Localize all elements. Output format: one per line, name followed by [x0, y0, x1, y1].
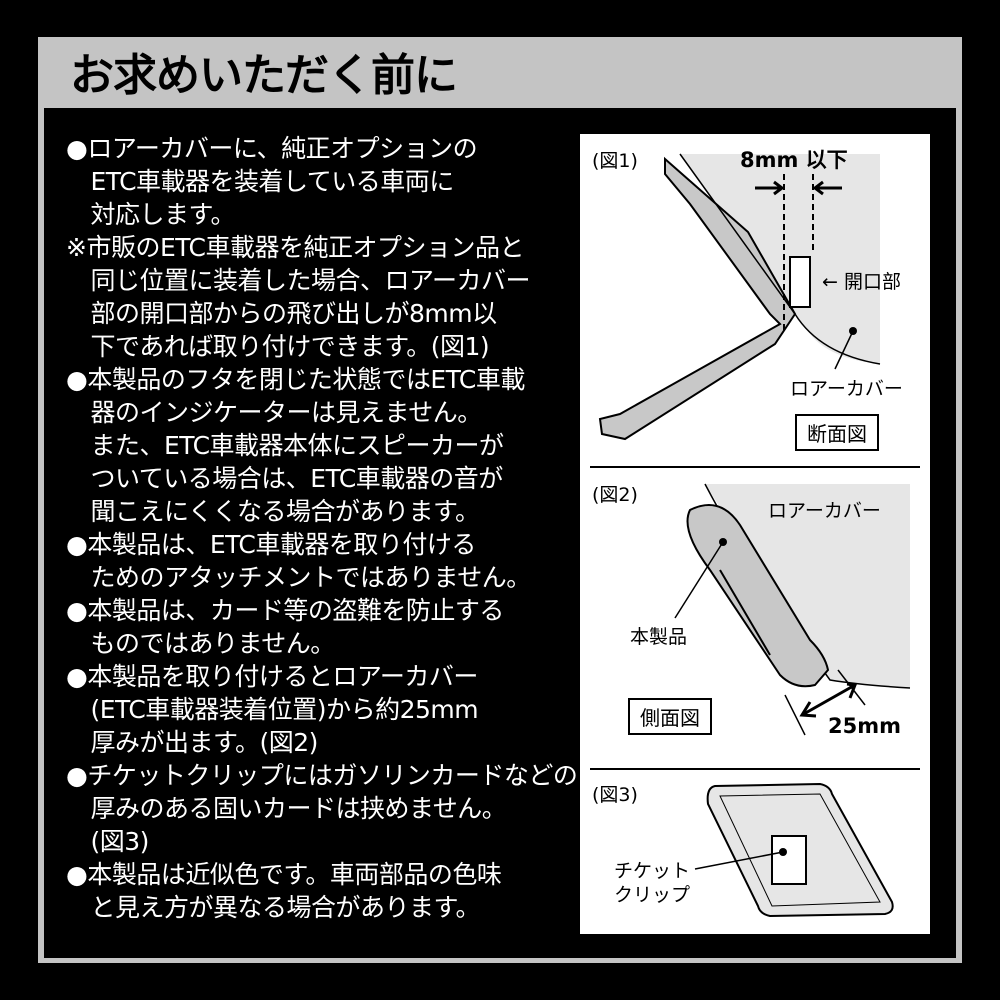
divider [590, 768, 920, 770]
note-line: と見え方が異なる場合があります。 [66, 893, 481, 922]
side-view-label: 側面図 [628, 698, 712, 735]
note-item: ●本製品を取り付けるとロアーカバー (ETC車載器装着位置)から約25mm 厚み… [66, 660, 566, 759]
divider [590, 466, 920, 468]
note-line: 下であれば取り付けできます。(図1) [66, 332, 490, 361]
note-item: ●チケットクリップにはガソリンカードなどの 厚みのある固いカードは挟めません。 … [66, 759, 578, 858]
note-line: ●本製品は、カード等の盗難を防止する [66, 596, 504, 625]
note-line: 部の開口部からの飛び出しが8mm以 [66, 299, 498, 328]
figure-2-label: (図2) [592, 484, 638, 506]
figure-3-label: (図3) [592, 784, 638, 806]
note-line: (図3) [66, 827, 150, 856]
product-label: 本製品 [630, 626, 688, 648]
side-view-diagram [674, 483, 911, 736]
note-item: ●本製品は、ETC車載器を取り付ける ためのアタッチメントではありません。 [66, 528, 566, 594]
note-item: ●本製品は、カード等の盗難を防止する ものではありません。 [66, 594, 566, 660]
ticket-clip-label-line2: クリップ [614, 884, 691, 906]
note-line: 同じ位置に装着した場合、ロアーカバー [66, 266, 531, 295]
note-line: ついている場合は、ETC車載器の音が [66, 464, 504, 493]
lower-cover-label: ロアーカバー [768, 500, 881, 522]
figure-2: (図2) ロアーカバー 本製品 側面図 25mm [580, 470, 930, 770]
note-line: ●ロアーカバーに、純正オプションの [66, 134, 478, 163]
note-line: 器のインジケーターは見えません。 [66, 398, 483, 427]
figure-1-label: (図1) [592, 150, 638, 172]
note-line: (ETC車載器装着位置)から約25mm [66, 695, 479, 724]
note-item: ●本製品は近似色です。車両部品の色味 と見え方が異なる場合があります。 [66, 858, 566, 924]
note-line: ●本製品のフタを閉じた状態ではETC車載 [66, 365, 525, 394]
note-item: ●ロアーカバーに、純正オプションの ETC車載器を装着している車両に 対応します… [66, 132, 566, 231]
note-line: ETC車載器を装着している車両に [66, 167, 455, 196]
note-line: 厚みのある固いカードは挟めません。 [66, 794, 507, 823]
figure-panel: (図1) 8mm 以下 ← 開口部 ロアーカバー 断面図 (図2) ロアーカバー… [580, 134, 930, 934]
note-item: ●本製品のフタを閉じた状態ではETC車載 器のインジケーターは見えません。 また… [66, 363, 566, 528]
dimension-25mm-label: 25mm [828, 714, 901, 738]
notes-list: ●ロアーカバーに、純正オプションの ETC車載器を装着している車両に 対応します… [66, 132, 578, 924]
cross-section-view-label: 断面図 [795, 414, 879, 451]
note-line: 厚みが出ます。(図2) [66, 728, 319, 757]
cross-section-diagram [598, 153, 881, 441]
page-title: お求めいただく前に [70, 50, 458, 101]
note-line: ためのアタッチメントではありません。 [66, 563, 532, 592]
dimension-8mm-label: 8mm 以下 [740, 148, 848, 172]
ticket-clip-label-line1: チケット [614, 860, 691, 882]
note-line: ※市販のETC車載器を純正オプション品と [66, 233, 525, 262]
note-line: ●本製品を取り付けるとロアーカバー [66, 662, 478, 691]
figure-1: (図1) 8mm 以下 ← 開口部 ロアーカバー 断面図 [580, 134, 930, 464]
note-line: ●本製品は近似色です。車両部品の色味 [66, 860, 502, 889]
note-item: ※市販のETC車載器を純正オプション品と 同じ位置に装着した場合、ロアーカバー … [66, 231, 566, 363]
note-line: 聞こえにくくなる場合があります。 [66, 497, 481, 526]
note-line: 対応します。 [66, 200, 236, 229]
note-line: ●チケットクリップにはガソリンカードなどの [66, 761, 578, 790]
lower-cover-label: ロアーカバー [790, 378, 903, 400]
note-line: ●本製品は、ETC車載器を取り付ける [66, 530, 476, 559]
figure-3: (図3) チケット クリップ [580, 774, 930, 934]
note-line: また、ETC車載器本体にスピーカーが [66, 431, 505, 460]
opening-label: ← 開口部 [822, 271, 901, 293]
note-line: ものではありません。 [66, 629, 336, 658]
ticket-clip-diagram [694, 782, 894, 918]
